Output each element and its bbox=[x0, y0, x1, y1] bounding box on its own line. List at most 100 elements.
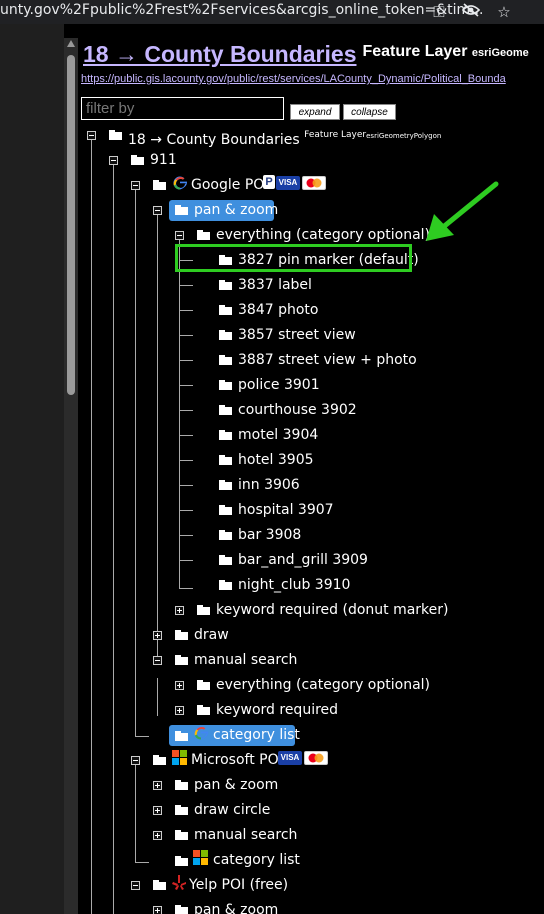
folder-icon bbox=[153, 755, 166, 765]
folder-icon bbox=[219, 580, 232, 590]
list-item[interactable]: 3847 photo bbox=[238, 302, 319, 318]
arrow-annotation-icon bbox=[426, 181, 499, 241]
tree-node-label: 18 → County Boundaries bbox=[128, 132, 300, 148]
tree-node-pan-zoom[interactable]: pan & zoom bbox=[194, 202, 279, 218]
folder-icon bbox=[175, 205, 188, 215]
expand-toggle-icon[interactable] bbox=[153, 806, 162, 815]
folder-icon bbox=[175, 630, 188, 640]
folder-icon bbox=[219, 480, 232, 490]
yelp-logo-icon bbox=[172, 875, 186, 890]
tree-node-911[interactable]: 911 bbox=[150, 152, 177, 168]
tree-node-category-list[interactable]: category list bbox=[213, 727, 300, 743]
tree-node-everything[interactable]: everything (category optional) bbox=[216, 227, 430, 243]
address-bar[interactable]: unty.gov%2Fpublic%2Frest%2Fservices&arcg… bbox=[0, 0, 544, 24]
list-item[interactable]: motel 3904 bbox=[238, 427, 319, 443]
list-item[interactable]: hotel 3905 bbox=[238, 452, 314, 468]
folder-icon bbox=[219, 330, 232, 340]
tree-node-manual-search[interactable]: manual search bbox=[194, 652, 298, 668]
tree-guide bbox=[179, 360, 193, 361]
scrollbar-thumb[interactable] bbox=[67, 55, 75, 395]
tree-node-ms-pan-zoom[interactable]: pan & zoom bbox=[194, 777, 279, 793]
tree-node-yelp-pan-zoom[interactable]: pan & zoom bbox=[194, 902, 279, 914]
expand-toggle-icon[interactable] bbox=[153, 906, 162, 914]
list-item[interactable]: 3887 street view + photo bbox=[238, 352, 417, 368]
tree-node-draw[interactable]: draw bbox=[194, 627, 229, 643]
expand-toggle-icon[interactable] bbox=[153, 831, 162, 840]
collapse-toggle-icon[interactable] bbox=[131, 181, 140, 190]
tree-guide bbox=[135, 190, 136, 736]
tree-guide bbox=[179, 385, 193, 386]
geometry-type: esriGeome bbox=[471, 47, 529, 59]
list-item[interactable]: night_club 3910 bbox=[238, 577, 351, 593]
page-content: 18 → County Boundaries Feature Layer esri… bbox=[78, 38, 544, 914]
tree-node-ms-draw-circle[interactable]: draw circle bbox=[194, 802, 271, 818]
google-logo-icon bbox=[173, 176, 188, 190]
scroll-up-arrow-icon[interactable] bbox=[67, 40, 75, 47]
folder-icon bbox=[219, 280, 232, 290]
folder-icon bbox=[219, 405, 232, 415]
tree-node-ms-keyword[interactable]: keyword required bbox=[216, 702, 339, 718]
mastercard-icon bbox=[304, 751, 328, 765]
tree-guide bbox=[179, 510, 193, 511]
selected-node-highlight bbox=[169, 725, 295, 746]
collapse-toggle-icon[interactable] bbox=[153, 206, 162, 215]
tree-node-ms-everything[interactable]: everything (category optional) bbox=[216, 677, 430, 693]
tree-node-root[interactable]: 18 → County Boundaries Feature Layeresri… bbox=[128, 126, 441, 149]
list-item[interactable]: hospital 3907 bbox=[238, 502, 334, 518]
expand-toggle-icon[interactable] bbox=[175, 706, 184, 715]
key-icon[interactable]: ⚿ bbox=[433, 3, 445, 21]
mastercard-icon bbox=[302, 176, 326, 190]
tree-node-ms-manual-search[interactable]: manual search bbox=[194, 827, 298, 843]
collapse-toggle-icon[interactable] bbox=[109, 156, 118, 165]
layer-title-link[interactable]: 18 → County Boundaries bbox=[83, 41, 357, 67]
expand-toggle-icon[interactable] bbox=[175, 606, 184, 615]
filter-input[interactable] bbox=[81, 97, 284, 120]
tree-guide bbox=[179, 310, 193, 311]
collapse-toggle-icon[interactable] bbox=[87, 131, 96, 140]
list-item[interactable]: 3827 pin marker (default) bbox=[238, 252, 419, 268]
rest-url-link[interactable]: https://public.gis.lacounty.gov/public/r… bbox=[81, 73, 506, 85]
folder-icon bbox=[175, 856, 188, 866]
tree-guide bbox=[135, 765, 136, 862]
star-icon[interactable]: ☆ bbox=[497, 3, 511, 21]
tree-guide bbox=[113, 165, 114, 914]
layer-type: Feature Layer bbox=[362, 43, 468, 60]
list-item[interactable]: police 3901 bbox=[238, 377, 320, 393]
folder-icon bbox=[219, 555, 232, 565]
expand-toggle-icon[interactable] bbox=[175, 681, 184, 690]
tree-node-yelp-poi[interactable]: Yelp POI (free) bbox=[189, 877, 289, 893]
folder-icon bbox=[197, 680, 210, 690]
list-item[interactable]: 3857 street view bbox=[238, 327, 356, 343]
folder-icon bbox=[197, 605, 210, 615]
collapse-button[interactable]: collapse bbox=[343, 104, 396, 120]
list-item[interactable]: courthouse 3902 bbox=[238, 402, 357, 418]
collapse-toggle-icon[interactable] bbox=[131, 756, 140, 765]
folder-icon bbox=[219, 355, 232, 365]
folder-icon bbox=[175, 655, 188, 665]
url-text[interactable]: unty.gov%2Fpublic%2Frest%2Fservices&arcg… bbox=[0, 2, 484, 18]
tree-guide bbox=[179, 260, 193, 261]
folder-icon bbox=[175, 780, 188, 790]
collapse-toggle-icon[interactable] bbox=[175, 231, 184, 240]
list-item[interactable]: inn 3906 bbox=[238, 477, 300, 493]
collapse-toggle-icon[interactable] bbox=[131, 881, 140, 890]
list-item[interactable]: bar 3908 bbox=[238, 527, 302, 543]
expand-toggle-icon[interactable] bbox=[153, 781, 162, 790]
folder-icon bbox=[219, 255, 232, 265]
folder-icon bbox=[153, 180, 166, 190]
tree-node-google-poi[interactable]: Google POI bbox=[191, 177, 269, 193]
tree-node-microsoft-poi[interactable]: Microsoft POI bbox=[191, 752, 283, 768]
tree-guide bbox=[179, 335, 193, 336]
folder-icon bbox=[109, 130, 122, 140]
list-item[interactable]: bar_and_grill 3909 bbox=[238, 552, 368, 568]
folder-icon bbox=[175, 805, 188, 815]
expand-toggle-icon[interactable] bbox=[153, 631, 162, 640]
page-title: 18 → County Boundaries Feature Layer esri… bbox=[83, 41, 529, 68]
expand-button[interactable]: expand bbox=[290, 104, 340, 120]
list-item[interactable]: 3837 label bbox=[238, 277, 312, 293]
eye-off-icon[interactable] bbox=[461, 2, 481, 22]
collapse-toggle-icon[interactable] bbox=[153, 656, 162, 665]
tree-node-ms-category-list[interactable]: category list bbox=[213, 852, 300, 868]
microsoft-logo-icon bbox=[193, 850, 208, 865]
tree-node-keyword-donut[interactable]: keyword required (donut marker) bbox=[216, 602, 449, 618]
